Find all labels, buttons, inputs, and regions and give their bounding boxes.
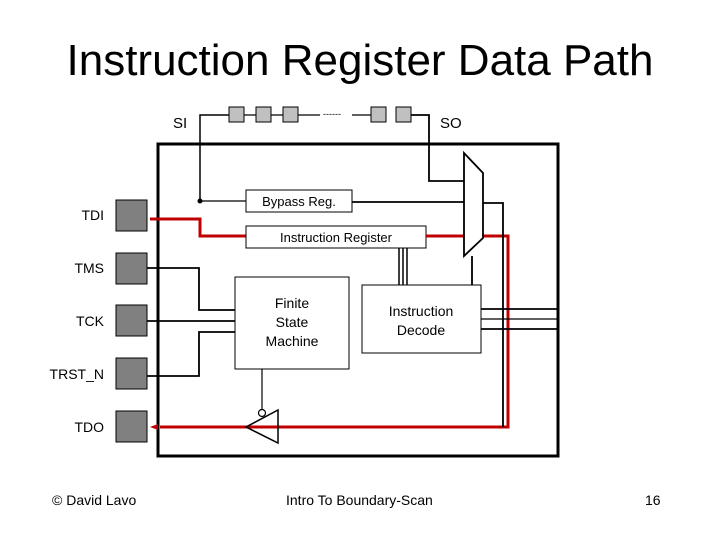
- footer-course: Intro To Boundary-Scan: [286, 492, 433, 508]
- pin-label-tms: TMS: [74, 260, 104, 276]
- fsm-label-line1: Finite: [275, 295, 309, 311]
- tdi-path: [150, 217, 246, 238]
- tms-wire: [147, 267, 235, 311]
- bypass-register: [245, 189, 353, 213]
- pin-tck: [115, 304, 148, 337]
- scan-cell: [255, 106, 272, 123]
- pin-label-trst-n: TRST_N: [50, 366, 104, 382]
- scan-cell: [370, 106, 387, 123]
- scan-chain: SI SO ------: [173, 106, 464, 203]
- fsm-label-line3: Machine: [266, 333, 319, 349]
- si-wire: [199, 114, 229, 203]
- output-mux: [463, 150, 484, 259]
- pin-label-tck: TCK: [76, 313, 105, 329]
- footer-author: © David Lavo: [52, 492, 137, 508]
- trst-wire: [147, 331, 235, 377]
- so-wire: [411, 114, 464, 182]
- mux-output-wire: [483, 202, 504, 427]
- slide-title: Instruction Register Data Path: [66, 36, 654, 85]
- decode-label-line2: Decode: [397, 322, 445, 338]
- so-label: SO: [440, 115, 462, 132]
- chain-ellipsis: ------: [323, 109, 341, 119]
- chip-boundary: [156, 142, 560, 458]
- bypass-register-label: Bypass Reg.: [262, 194, 336, 209]
- pin-tdo: [115, 410, 148, 443]
- pin-trst-n: [115, 357, 148, 390]
- instruction-register-label: Instruction Register: [280, 230, 393, 245]
- scan-cell: [282, 106, 299, 123]
- page-number: 16: [645, 492, 661, 508]
- scan-cell: [228, 106, 245, 123]
- pin-tdi: [115, 199, 148, 232]
- pin-label-tdo: TDO: [74, 419, 104, 435]
- pin-tms: [115, 252, 148, 285]
- pin-label-tdi: TDI: [81, 207, 104, 223]
- junction-dot: [197, 198, 203, 204]
- si-label: SI: [173, 115, 187, 132]
- finite-state-machine: [234, 276, 350, 370]
- pins: TDI TMS TCK TRST_N TDO: [50, 199, 148, 443]
- enable-bubble: [257, 408, 267, 418]
- tdo-arrowhead: [150, 424, 158, 430]
- tristate-buffer: [244, 408, 279, 445]
- fsm-label-line2: State: [276, 314, 309, 330]
- scan-cell: [395, 106, 412, 123]
- instruction-decode: [361, 284, 482, 354]
- decode-label-line1: Instruction: [389, 303, 454, 319]
